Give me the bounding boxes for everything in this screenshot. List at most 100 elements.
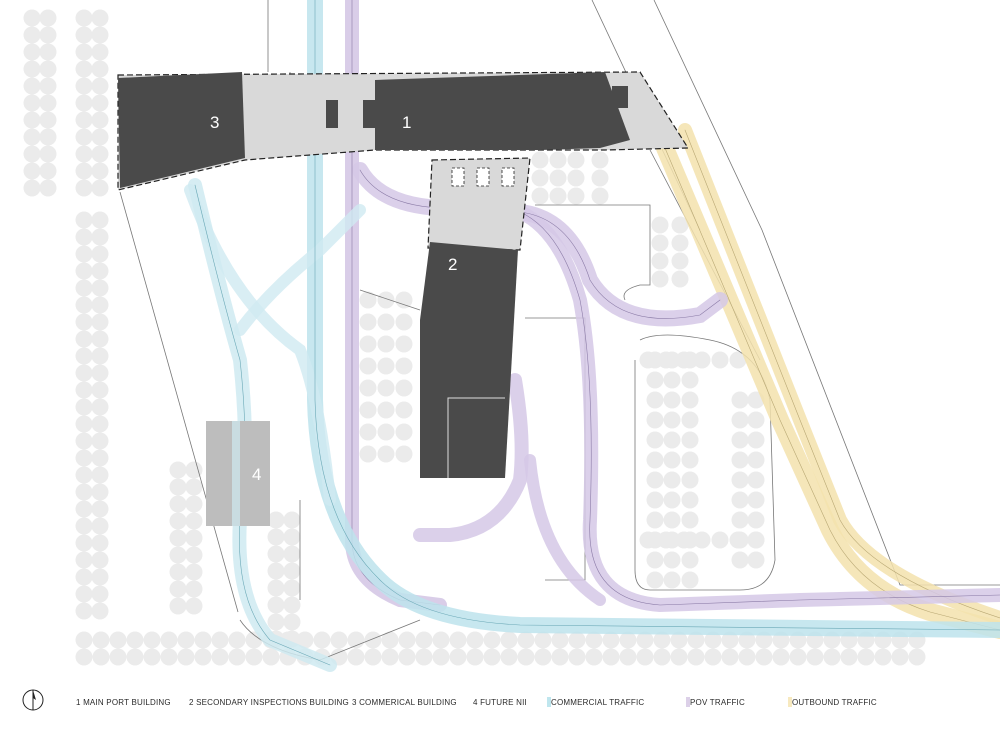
tree [359, 423, 377, 441]
tree [75, 279, 93, 297]
tree [729, 351, 747, 369]
tree [449, 631, 467, 649]
tree [75, 347, 93, 365]
tree [359, 357, 377, 375]
tree [738, 648, 756, 666]
tree [398, 631, 416, 649]
tree [639, 531, 657, 549]
tree [567, 169, 585, 187]
tree [91, 432, 109, 450]
tree [75, 585, 93, 603]
tree [75, 631, 93, 649]
tree [75, 60, 93, 78]
tree [663, 491, 681, 509]
tree [169, 563, 187, 581]
tree [75, 449, 93, 467]
tree [908, 648, 926, 666]
tree [395, 357, 413, 375]
tree [681, 371, 699, 389]
tree [671, 252, 689, 270]
tree [663, 471, 681, 489]
tree [75, 381, 93, 399]
tree [228, 631, 246, 649]
tree [681, 391, 699, 409]
tree [91, 162, 109, 180]
tree [646, 471, 664, 489]
tree [91, 111, 109, 129]
tree [169, 546, 187, 564]
tree [91, 9, 109, 27]
tree [185, 478, 203, 496]
north-arrow-icon [22, 689, 44, 711]
legend-item-commercial-traffic: COMMERCIAL TRAFFIC [551, 698, 644, 707]
tree [39, 128, 57, 146]
tree [415, 648, 433, 666]
tree [747, 491, 765, 509]
tree [169, 495, 187, 513]
tree [267, 545, 285, 563]
tree [585, 648, 603, 666]
tree [377, 423, 395, 441]
tree [657, 531, 675, 549]
tree [531, 187, 549, 205]
tree [721, 648, 739, 666]
tree [194, 648, 212, 666]
tree [169, 478, 187, 496]
tree [646, 451, 664, 469]
tree [91, 211, 109, 229]
tree [23, 128, 41, 146]
tree [681, 511, 699, 529]
tree [704, 631, 722, 649]
legend-item-secondary-inspections: 2 SECONDARY INSPECTIONS BUILDING [189, 698, 349, 707]
tree [731, 451, 749, 469]
tree [91, 568, 109, 586]
tree [602, 631, 620, 649]
tree [483, 631, 501, 649]
tree [681, 571, 699, 589]
tree [267, 562, 285, 580]
legend-swatch-outbound [788, 697, 792, 707]
tree [483, 648, 501, 666]
tree [169, 597, 187, 615]
tree [711, 531, 729, 549]
building-3-label: 3 [210, 113, 219, 132]
tree [39, 9, 57, 27]
building-4-label: 4 [252, 465, 261, 484]
tree [75, 228, 93, 246]
tree [185, 512, 203, 530]
tree [75, 534, 93, 552]
tree [39, 179, 57, 197]
tree [91, 517, 109, 535]
tree [185, 495, 203, 513]
building-2 [420, 242, 518, 478]
tree [646, 511, 664, 529]
tree [91, 262, 109, 280]
tree [693, 531, 711, 549]
tree [364, 648, 382, 666]
tree [663, 451, 681, 469]
tree [663, 371, 681, 389]
tree [75, 145, 93, 163]
tree [91, 77, 109, 95]
tree [646, 571, 664, 589]
tree [91, 381, 109, 399]
tree [109, 631, 127, 649]
tree [91, 330, 109, 348]
tree [75, 330, 93, 348]
tree [283, 579, 301, 597]
tree [75, 128, 93, 146]
tree [568, 631, 586, 649]
tree [449, 648, 467, 666]
tree [211, 631, 229, 649]
tree [517, 648, 535, 666]
tree [377, 445, 395, 463]
tree [91, 551, 109, 569]
tree [395, 423, 413, 441]
tree [91, 228, 109, 246]
tree [747, 471, 765, 489]
tree [91, 483, 109, 501]
tree [567, 151, 585, 169]
tree [23, 77, 41, 95]
tree [381, 631, 399, 649]
tree [747, 531, 765, 549]
